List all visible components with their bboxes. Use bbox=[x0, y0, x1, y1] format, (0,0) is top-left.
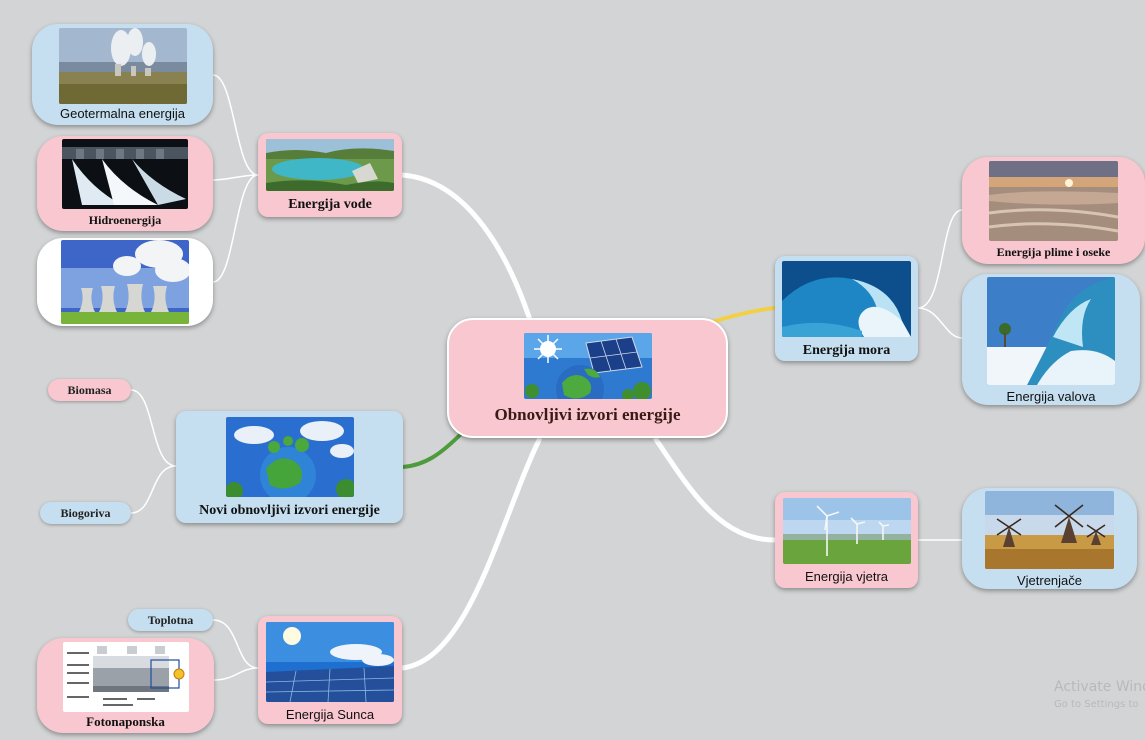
solar-globe-image bbox=[523, 333, 652, 399]
leaf-biogoriva-label: Biogoriva bbox=[60, 505, 111, 520]
pv-schematic-image bbox=[62, 642, 189, 712]
link-novi-biomasa bbox=[130, 389, 177, 467]
link-sunce-fotonaponska bbox=[213, 667, 259, 681]
central-node[interactable]: Obnovljivi izvori energije bbox=[447, 318, 728, 438]
leaf-biomasa-label: Biomasa bbox=[67, 382, 112, 397]
leaf-toplotna[interactable]: Toplotna bbox=[128, 609, 213, 631]
link-central-voda bbox=[401, 172, 533, 321]
leaf-toplotna-label: Toplotna bbox=[147, 612, 194, 627]
tidal-beach-image bbox=[989, 161, 1118, 241]
leaf-fotonaponska[interactable]: Fotonaponska bbox=[37, 638, 214, 733]
solar-panels-sky-image bbox=[266, 622, 394, 702]
leaf-fotonaponska-label: Fotonaponska bbox=[86, 714, 165, 729]
leaf-geotermalna-energija[interactable]: Geotermalna energija bbox=[32, 24, 213, 125]
leaf-vjetrenjace[interactable]: Vjetrenjače bbox=[962, 488, 1137, 589]
leaf-hidroenergija-label: Hidroenergija bbox=[88, 213, 162, 227]
link-sunce-toplotna bbox=[212, 619, 259, 669]
leaf-energija-plime-i-oseke[interactable]: Energija plime i oseke bbox=[962, 157, 1145, 264]
surfing-wave-image bbox=[987, 277, 1115, 385]
geothermal-plant-image bbox=[58, 28, 187, 104]
link-more-plima bbox=[917, 209, 963, 309]
branch-energija-sunca[interactable]: Energija Sunca bbox=[258, 616, 402, 724]
link-central-sunce bbox=[401, 436, 543, 671]
branch-energija-mora-label: Energija mora bbox=[802, 343, 891, 358]
link-central-novi bbox=[402, 430, 465, 469]
link-voda-nuklearna bbox=[212, 174, 259, 283]
leaf-geotermalna-label: Geotermalna energija bbox=[59, 106, 186, 121]
leaf-nuclear-plant[interactable] bbox=[37, 238, 213, 326]
wind-turbines-image bbox=[782, 498, 911, 564]
branch-energija-vjetra[interactable]: Energija vjetra bbox=[775, 492, 918, 588]
earth-trees-image bbox=[225, 417, 354, 497]
leaf-biomasa[interactable]: Biomasa bbox=[48, 379, 131, 401]
link-central-more bbox=[711, 306, 776, 324]
leaf-vjetrenjace-label: Vjetrenjače bbox=[1016, 573, 1083, 588]
branch-novi-label: Novi obnovljivi izvori energije bbox=[199, 503, 380, 518]
branch-energija-sunca-label: Energija Sunca bbox=[285, 707, 375, 722]
leaf-biogoriva[interactable]: Biogoriva bbox=[40, 502, 131, 524]
windmills-field-image bbox=[985, 491, 1114, 569]
branch-novi-obnovljivi[interactable]: Novi obnovljivi izvori energije bbox=[176, 411, 403, 523]
link-novi-biogoriva bbox=[130, 465, 177, 514]
link-voda-geotermalna bbox=[212, 74, 259, 176]
activation-watermark-title: Activate Wind bbox=[1054, 679, 1145, 695]
leaf-hidroenergija[interactable]: Hidroenergija bbox=[37, 136, 213, 231]
branch-energija-vjetra-label: Energija vjetra bbox=[804, 569, 889, 584]
link-central-vjetar bbox=[652, 436, 776, 543]
leaf-valovi-label: Energija valova bbox=[1006, 389, 1096, 404]
link-more-valovi bbox=[917, 307, 963, 339]
lake-dam-image bbox=[266, 139, 394, 191]
hydro-dam-image bbox=[62, 139, 188, 209]
leaf-energija-valova[interactable]: Energija valova bbox=[962, 274, 1140, 405]
leaf-plima-label: Energija plime i oseke bbox=[996, 245, 1111, 259]
branch-energija-mora[interactable]: Energija mora bbox=[775, 256, 918, 361]
activation-watermark-subtitle: Go to Settings to bbox=[1054, 699, 1139, 710]
branch-energija-vode[interactable]: Energija vode bbox=[258, 133, 402, 217]
central-node-label: Obnovljivi izvori energije bbox=[494, 405, 681, 424]
link-voda-hidro bbox=[211, 174, 259, 181]
branch-energija-vode-label: Energija vode bbox=[288, 197, 372, 212]
ocean-wave-image bbox=[782, 261, 911, 337]
cooling-towers-image bbox=[61, 240, 189, 324]
